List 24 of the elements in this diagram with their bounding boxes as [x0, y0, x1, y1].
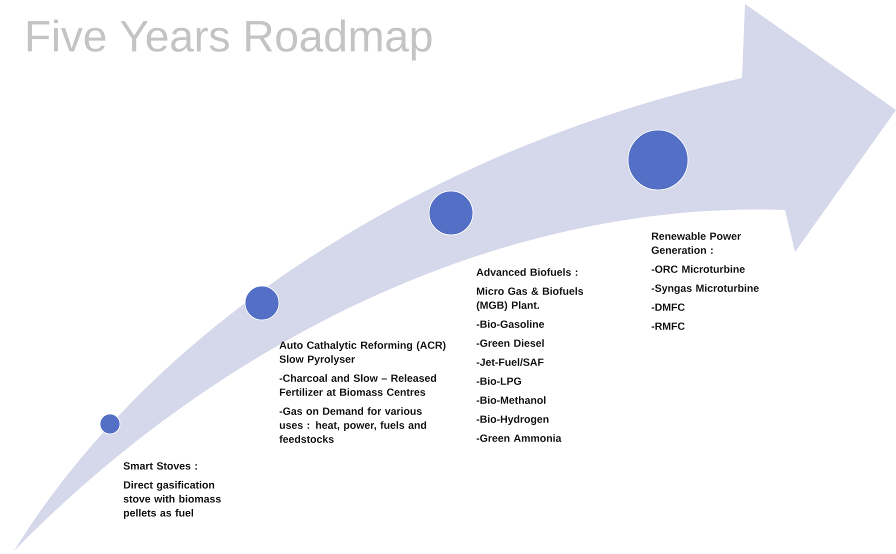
stage-item: -Charcoal and Slow – Released Fertilizer at Biomass Centres [280, 374, 436, 396]
stage-item: -Gas on Demand for various uses : heat, power, fuels and feedstocks [279, 407, 426, 443]
stage-item: Direct gasification stove with biomass pellets as fuel [124, 480, 221, 519]
stage-heading: Smart Stoves : [124, 462, 197, 470]
stage-heading: Advanced Biofuels : [476, 268, 578, 276]
stage-item: -RMFC [652, 322, 685, 330]
stage-heading: Auto Cathalytic Reforming (ACR) Slow Pyrolyser [279, 341, 446, 365]
stage-item: -Bio-LPG [476, 377, 522, 385]
milestone-circle [244, 286, 280, 320]
milestone-circle [628, 130, 688, 190]
stage-item: -Syngas Microturbine [652, 284, 759, 294]
stage-item: -Bio-Methanol [476, 396, 546, 404]
stage-item: -Green Ammonia [476, 434, 562, 442]
milestone-circle [428, 190, 474, 236]
stage-heading: Renewable Power Generation : [652, 232, 741, 254]
stage-item: -DMFC [652, 303, 685, 311]
milestone-circle [100, 414, 120, 434]
title: Five Years Roadmap [28, 19, 432, 60]
stage-item: -Bio-Hydrogen [476, 415, 548, 426]
stage-item: -ORC Microturbine [652, 265, 745, 273]
stage-item: Micro Gas & Biofuels (MGB) Plant. [476, 287, 584, 311]
stage-item: -Green Diesel [476, 339, 544, 347]
stage-item: -Jet-Fuel/SAF [476, 358, 544, 366]
stage-item: -Bio-Gasoline [476, 320, 544, 328]
